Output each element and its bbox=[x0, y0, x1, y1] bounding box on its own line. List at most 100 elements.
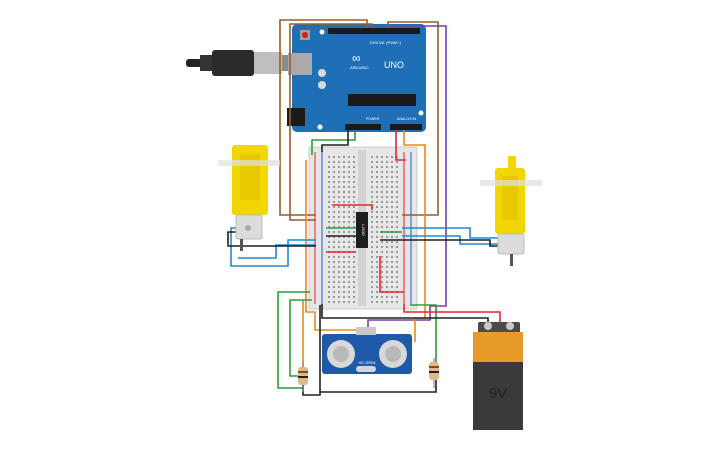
breadboard-hole bbox=[391, 286, 393, 288]
breadboard-hole bbox=[381, 241, 383, 243]
analog-header[interactable] bbox=[390, 124, 422, 130]
battery-9v[interactable]: 9V bbox=[473, 322, 523, 430]
breadboard-hole bbox=[391, 261, 393, 263]
usb-cable bbox=[186, 50, 294, 76]
breadboard-hole bbox=[353, 236, 355, 238]
breadboard-hole bbox=[338, 286, 340, 288]
breadboard-hole bbox=[376, 211, 378, 213]
breadboard-hole bbox=[333, 236, 335, 238]
breadboard-hole bbox=[381, 246, 383, 248]
digital-header[interactable] bbox=[328, 28, 420, 34]
wire-purple-right bbox=[367, 25, 447, 330]
breadboard-hole bbox=[338, 191, 340, 193]
breadboard-hole bbox=[391, 171, 393, 173]
breadboard-hole bbox=[348, 216, 350, 218]
wire-black-motor-right bbox=[402, 239, 500, 247]
breadboard-hole bbox=[391, 201, 393, 203]
breadboard-hole bbox=[328, 296, 330, 298]
breadboard-hole bbox=[333, 161, 335, 163]
dc-motor-left[interactable] bbox=[218, 145, 280, 251]
breadboard-hole bbox=[376, 291, 378, 293]
dc-motor-right[interactable] bbox=[480, 156, 542, 266]
breadboard-hole bbox=[328, 186, 330, 188]
breadboard-hole bbox=[381, 196, 383, 198]
breadboard-hole bbox=[386, 261, 388, 263]
breadboard-hole bbox=[348, 161, 350, 163]
breadboard-hole bbox=[333, 156, 335, 158]
breadboard-hole bbox=[371, 161, 373, 163]
breadboard-hole bbox=[381, 216, 383, 218]
breadboard-hole bbox=[386, 196, 388, 198]
breadboard-hole bbox=[348, 256, 350, 258]
breadboard-hole bbox=[396, 296, 398, 298]
power-header[interactable] bbox=[345, 124, 381, 130]
breadboard-hole bbox=[371, 191, 373, 193]
breadboard-hole bbox=[343, 241, 345, 243]
l293d-motor-driver-ic[interactable]: L293D bbox=[356, 212, 368, 248]
resistor-left[interactable] bbox=[298, 362, 308, 392]
breadboard-hole bbox=[343, 271, 345, 273]
breadboard-hole bbox=[333, 231, 335, 233]
breadboard-hole bbox=[381, 171, 383, 173]
breadboard-hole bbox=[343, 296, 345, 298]
breadboard-hole bbox=[391, 161, 393, 163]
breadboard-hole bbox=[381, 181, 383, 183]
ultrasonic-sensor[interactable]: HC-SR04 bbox=[322, 327, 412, 374]
breadboard-hole bbox=[391, 221, 393, 223]
breadboard-hole bbox=[328, 171, 330, 173]
breadboard-hole bbox=[376, 266, 378, 268]
breadboard-hole bbox=[371, 281, 373, 283]
breadboard-hole bbox=[381, 206, 383, 208]
breadboard-hole bbox=[328, 301, 330, 303]
breadboard-hole bbox=[376, 171, 378, 173]
breadboard-hole bbox=[338, 156, 340, 158]
breadboard-hole bbox=[353, 216, 355, 218]
arduino-uno-board[interactable]: ∞ ARDUINO UNO DIGITAL (PWM~) POWER ANALO… bbox=[287, 24, 426, 132]
breadboard-hole bbox=[396, 181, 398, 183]
breadboard-hole bbox=[371, 286, 373, 288]
breadboard-hole bbox=[396, 196, 398, 198]
breadboard-hole bbox=[376, 156, 378, 158]
breadboard-hole bbox=[338, 261, 340, 263]
breadboard-hole bbox=[348, 201, 350, 203]
breadboard-hole bbox=[353, 156, 355, 158]
breadboard-hole bbox=[328, 256, 330, 258]
breadboard-hole bbox=[371, 236, 373, 238]
breadboard-hole bbox=[371, 216, 373, 218]
wire-blue-left bbox=[230, 227, 316, 267]
wire-brown-mid bbox=[289, 23, 373, 221]
breadboard-hole bbox=[333, 191, 335, 193]
breadboard-hole bbox=[353, 286, 355, 288]
breadboard-hole bbox=[376, 176, 378, 178]
breadboard-hole bbox=[353, 256, 355, 258]
breadboard-hole bbox=[333, 186, 335, 188]
wire-red-battery bbox=[403, 304, 501, 330]
breadboard-hole bbox=[333, 226, 335, 228]
breadboard-hole bbox=[371, 291, 373, 293]
breadboard-hole bbox=[338, 171, 340, 173]
breadboard-hole bbox=[333, 271, 335, 273]
breadboard-hole bbox=[328, 166, 330, 168]
breadboard-hole bbox=[376, 281, 378, 283]
breadboard-hole bbox=[353, 201, 355, 203]
breadboard-hole bbox=[348, 246, 350, 248]
breadboard-hole bbox=[376, 186, 378, 188]
breadboard-hole bbox=[396, 206, 398, 208]
breadboard-hole bbox=[333, 246, 335, 248]
breadboard-hole bbox=[391, 281, 393, 283]
breadboard-hole bbox=[348, 176, 350, 178]
breadboard-hole bbox=[391, 181, 393, 183]
breadboard-hole bbox=[328, 216, 330, 218]
breadboard-hole bbox=[328, 161, 330, 163]
arduino-logo: ∞ bbox=[352, 51, 361, 65]
resistor-right[interactable] bbox=[429, 358, 439, 388]
breadboard-hole bbox=[371, 226, 373, 228]
digital-pins-label: DIGITAL (PWM~) bbox=[370, 40, 402, 45]
breadboard-hole bbox=[333, 296, 335, 298]
breadboard-hole bbox=[391, 206, 393, 208]
breadboard-hole bbox=[333, 286, 335, 288]
breadboard-hole bbox=[353, 276, 355, 278]
breadboard-hole bbox=[381, 266, 383, 268]
breadboard-hole bbox=[376, 231, 378, 233]
breadboard-hole bbox=[338, 246, 340, 248]
